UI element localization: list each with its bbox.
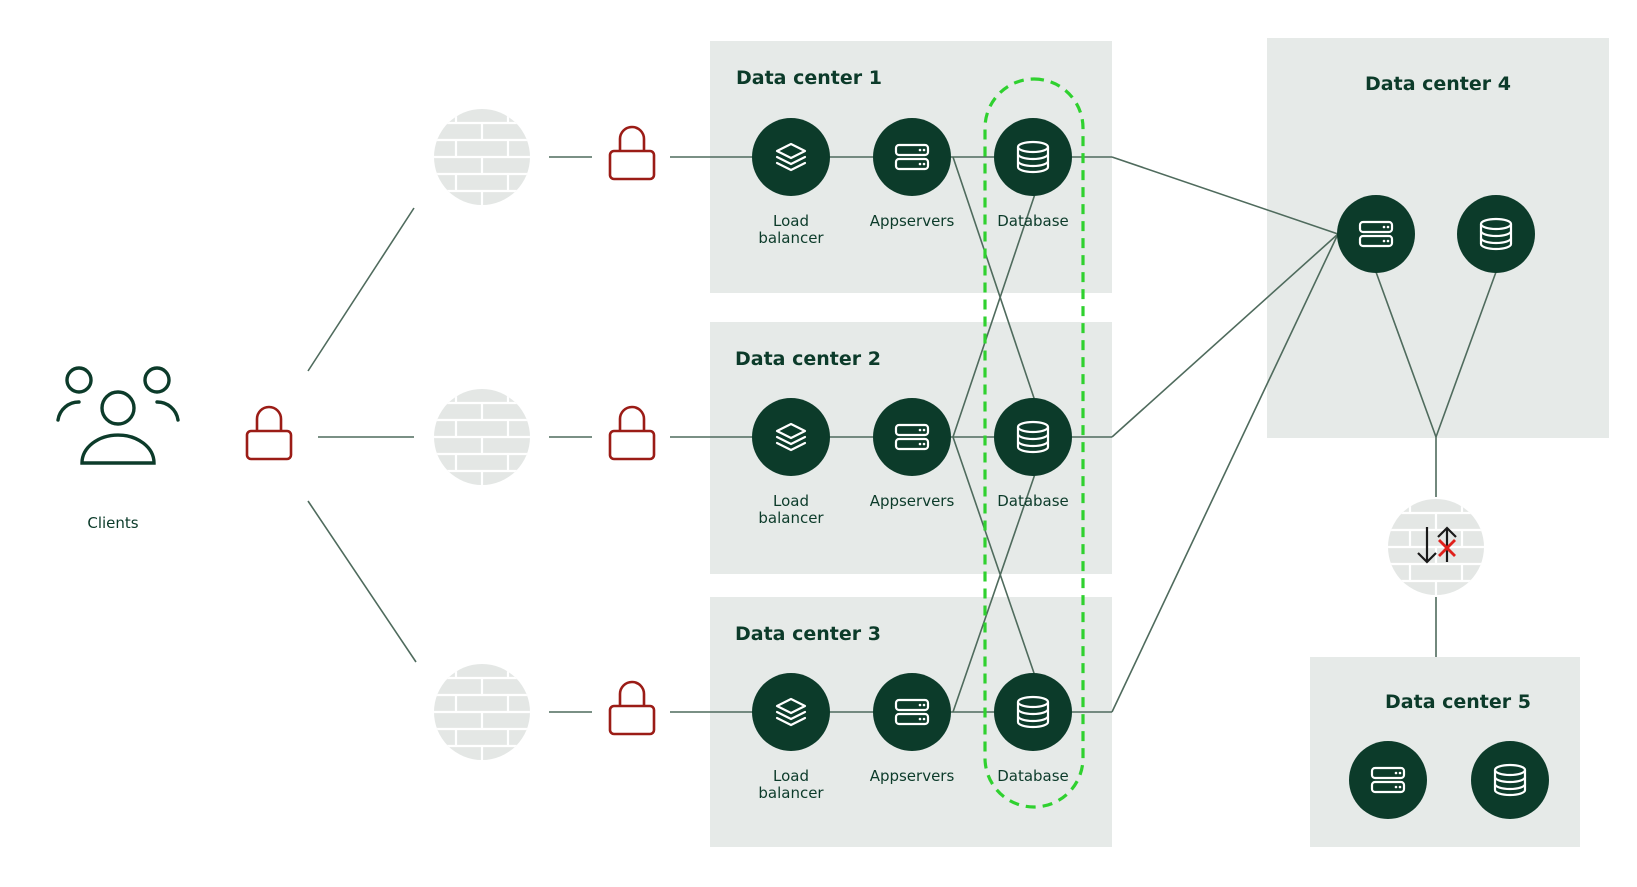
dc1-database-label: Database <box>997 212 1069 230</box>
lock-icon <box>608 405 656 461</box>
dc1-load-balancer-node <box>752 118 830 196</box>
dc2-database-label: Database <box>997 492 1069 510</box>
dc4-appserver-node <box>1337 195 1415 273</box>
clients-icon <box>56 366 180 465</box>
dc3-database-label: Database <box>997 767 1069 785</box>
data-center-3-title: Data center 3 <box>735 623 881 645</box>
dc2-database-node <box>994 398 1072 476</box>
dc1-load-balancer-label: balancer <box>758 229 824 247</box>
dc5-appserver-node <box>1349 741 1427 819</box>
data-center-1-title: Data center 1 <box>736 67 882 89</box>
firewall-icon <box>432 387 532 487</box>
dc1-database-node <box>994 118 1072 196</box>
firewall-icon <box>432 662 532 762</box>
dc1-appserver-label: Appservers <box>870 212 955 230</box>
data-center-5-box <box>1310 657 1580 847</box>
lock-icon <box>608 680 656 736</box>
dc2-load-balancer-node <box>752 398 830 476</box>
firewall-icon <box>432 107 532 207</box>
dc3-load-balancer-label: balancer <box>758 784 824 802</box>
database-cluster-highlight <box>983 77 1085 809</box>
clients-label: Clients <box>87 514 138 532</box>
data-center-4-box <box>1267 38 1609 438</box>
dc2-appserver-label: Appservers <box>870 492 955 510</box>
dc1-appserver-node <box>873 118 951 196</box>
dc4-database-node <box>1457 195 1535 273</box>
dc3-load-balancer-node <box>752 673 830 751</box>
dc3-database-node <box>994 673 1072 751</box>
dc3-load-balancer-label: Load <box>773 767 809 785</box>
dc3-appserver-node <box>873 673 951 751</box>
dc3-appserver-label: Appservers <box>870 767 955 785</box>
dc2-load-balancer-label: balancer <box>758 509 824 527</box>
dc2-load-balancer-label: Load <box>773 492 809 510</box>
dc1-load-balancer-label: Load <box>773 212 809 230</box>
dc5-database-node <box>1471 741 1549 819</box>
data-center-4-title: Data center 4 <box>1365 73 1511 95</box>
lock-icon <box>608 125 656 181</box>
data-center-5-title: Data center 5 <box>1385 691 1531 713</box>
blocked-replication-icon <box>1386 497 1486 597</box>
data-center-2-title: Data center 2 <box>735 348 881 370</box>
lock-icon <box>245 405 293 461</box>
dc2-appserver-node <box>873 398 951 476</box>
